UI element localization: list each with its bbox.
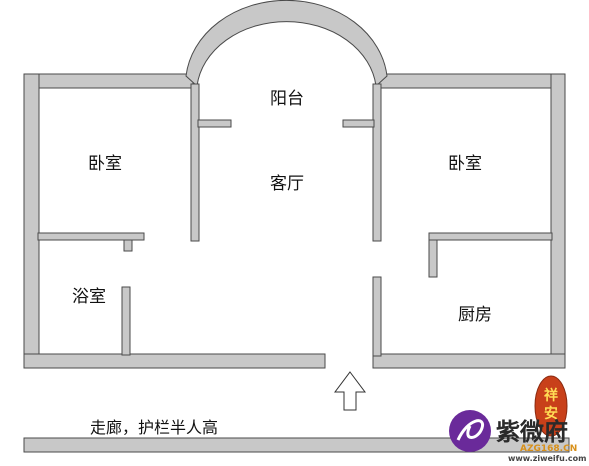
bedroom-kitchen-partition (428, 232, 553, 241)
brand-emblem-icon (449, 410, 491, 452)
entrance-arrow-icon (334, 371, 366, 411)
outer-wall-right (550, 73, 566, 369)
balcony-arch-wall (185, 0, 388, 88)
bedroom-left-label: 卧室 (88, 154, 122, 174)
corridor-caption: 走廊，护栏半人高 (90, 418, 218, 437)
bathroom-right-wall (121, 286, 131, 356)
balcony-label: 阳台 (270, 89, 304, 109)
brand-name: 紫微府 (496, 418, 568, 446)
brand-url: AZG168.CN (520, 444, 577, 454)
seal-text-2: 安 (544, 405, 558, 422)
outer-wall-bottom-right (372, 353, 566, 369)
outer-wall-bottom-left (23, 353, 326, 369)
watermark-logo: 祥 安 紫微府 AZG168.CN www.ziweifu.com (449, 375, 586, 463)
outer-wall-left (23, 73, 40, 369)
partition-stub (123, 239, 133, 252)
seal-text: 祥 (544, 387, 558, 404)
bedroom-right-label: 卧室 (448, 154, 482, 174)
bedroom-bath-partition (37, 232, 145, 241)
living-right-wall (372, 83, 382, 242)
outer-wall-top-left (23, 73, 194, 89)
seal-stamp: 祥 安 (534, 375, 568, 437)
brand-subtext: www.ziweifu.com (508, 454, 586, 463)
bathroom-label: 浴室 (72, 287, 106, 307)
kitchen-label: 厨房 (458, 305, 492, 325)
corridor-railing (23, 437, 570, 453)
outer-wall-top-right (376, 73, 566, 89)
walls (23, 0, 570, 453)
balcony-stub-left (197, 119, 232, 128)
living-room-label: 客厅 (270, 174, 304, 194)
kitchen-left-wall-lower (372, 276, 382, 357)
balcony-stub-right (342, 119, 375, 128)
living-left-wall (190, 83, 200, 242)
